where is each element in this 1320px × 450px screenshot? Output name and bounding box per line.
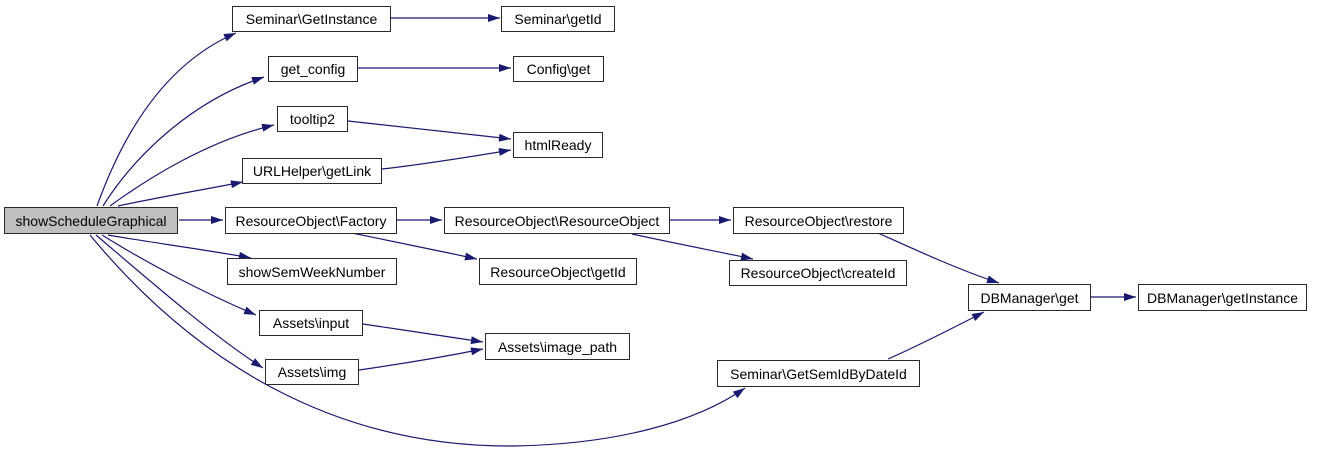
edge-getsemidbydateid-to-dbmanager-get — [887, 311, 985, 360]
edge-tooltip2-to-htmlready — [347, 120, 512, 142]
edge-root-to-showsemweeknumber — [107, 234, 252, 260]
edge-urlhelper-getlink-to-htmlready — [381, 148, 512, 170]
node-tooltip2[interactable]: tooltip2 — [277, 106, 348, 132]
node-dbmanager-get[interactable]: DBManager\get — [968, 284, 1091, 311]
node-seminar-getsemidbydateid[interactable]: Seminar\GetSemIdByDateId — [717, 360, 920, 387]
node-htmlready[interactable]: htmlReady — [513, 132, 603, 158]
node-dbmanager-getinstance[interactable]: DBManager\getInstance — [1138, 284, 1307, 311]
edge-restore-to-dbmanager-get — [877, 232, 1000, 284]
edge-root-to-assets-img — [95, 234, 264, 369]
edge-root-to-urlhelper-getlink — [117, 180, 244, 207]
node-showsemweeknumber[interactable]: showSemWeekNumber — [227, 258, 397, 285]
node-urlhelper-getlink[interactable]: URLHelper\getLink — [242, 158, 382, 184]
node-showschedulegraphical: showScheduleGraphical — [4, 207, 178, 234]
node-resourceobject-factory[interactable]: ResourceObject\Factory — [225, 207, 397, 234]
node-assets-image-path[interactable]: Assets\image_path — [485, 333, 630, 360]
node-get-config[interactable]: get_config — [268, 56, 358, 82]
node-resourceobject-restore[interactable]: ResourceObject\restore — [733, 207, 904, 234]
node-resourceobject-createid[interactable]: ResourceObject\createId — [729, 260, 907, 286]
edge-factory-to-resourceobject-getid — [351, 232, 478, 261]
node-assets-input[interactable]: Assets\input — [259, 310, 363, 336]
node-config-get[interactable]: Config\get — [513, 56, 604, 82]
edge-resourceobject-to-createid — [631, 233, 754, 261]
node-assets-img[interactable]: Assets\img — [265, 359, 359, 385]
edge-assets-img-to-image-path — [358, 347, 484, 371]
node-seminar-getid[interactable]: Seminar\getId — [501, 6, 615, 32]
edge-root-to-get-config — [102, 76, 265, 207]
node-resourceobject-resourceobject[interactable]: ResourceObject\ResourceObject — [444, 207, 670, 234]
edge-root-to-assets-input — [101, 234, 257, 316]
node-seminar-getinstance[interactable]: Seminar\GetInstance — [232, 6, 391, 32]
edge-root-to-seminar-getinstance — [96, 32, 237, 207]
edge-root-to-tooltip2 — [109, 123, 275, 207]
node-resourceobject-getid[interactable]: ResourceObject\getId — [479, 258, 637, 285]
edge-assets-input-to-image-path — [362, 323, 484, 345]
edge-root-to-seminar-getsemidbydateid — [89, 234, 746, 447]
